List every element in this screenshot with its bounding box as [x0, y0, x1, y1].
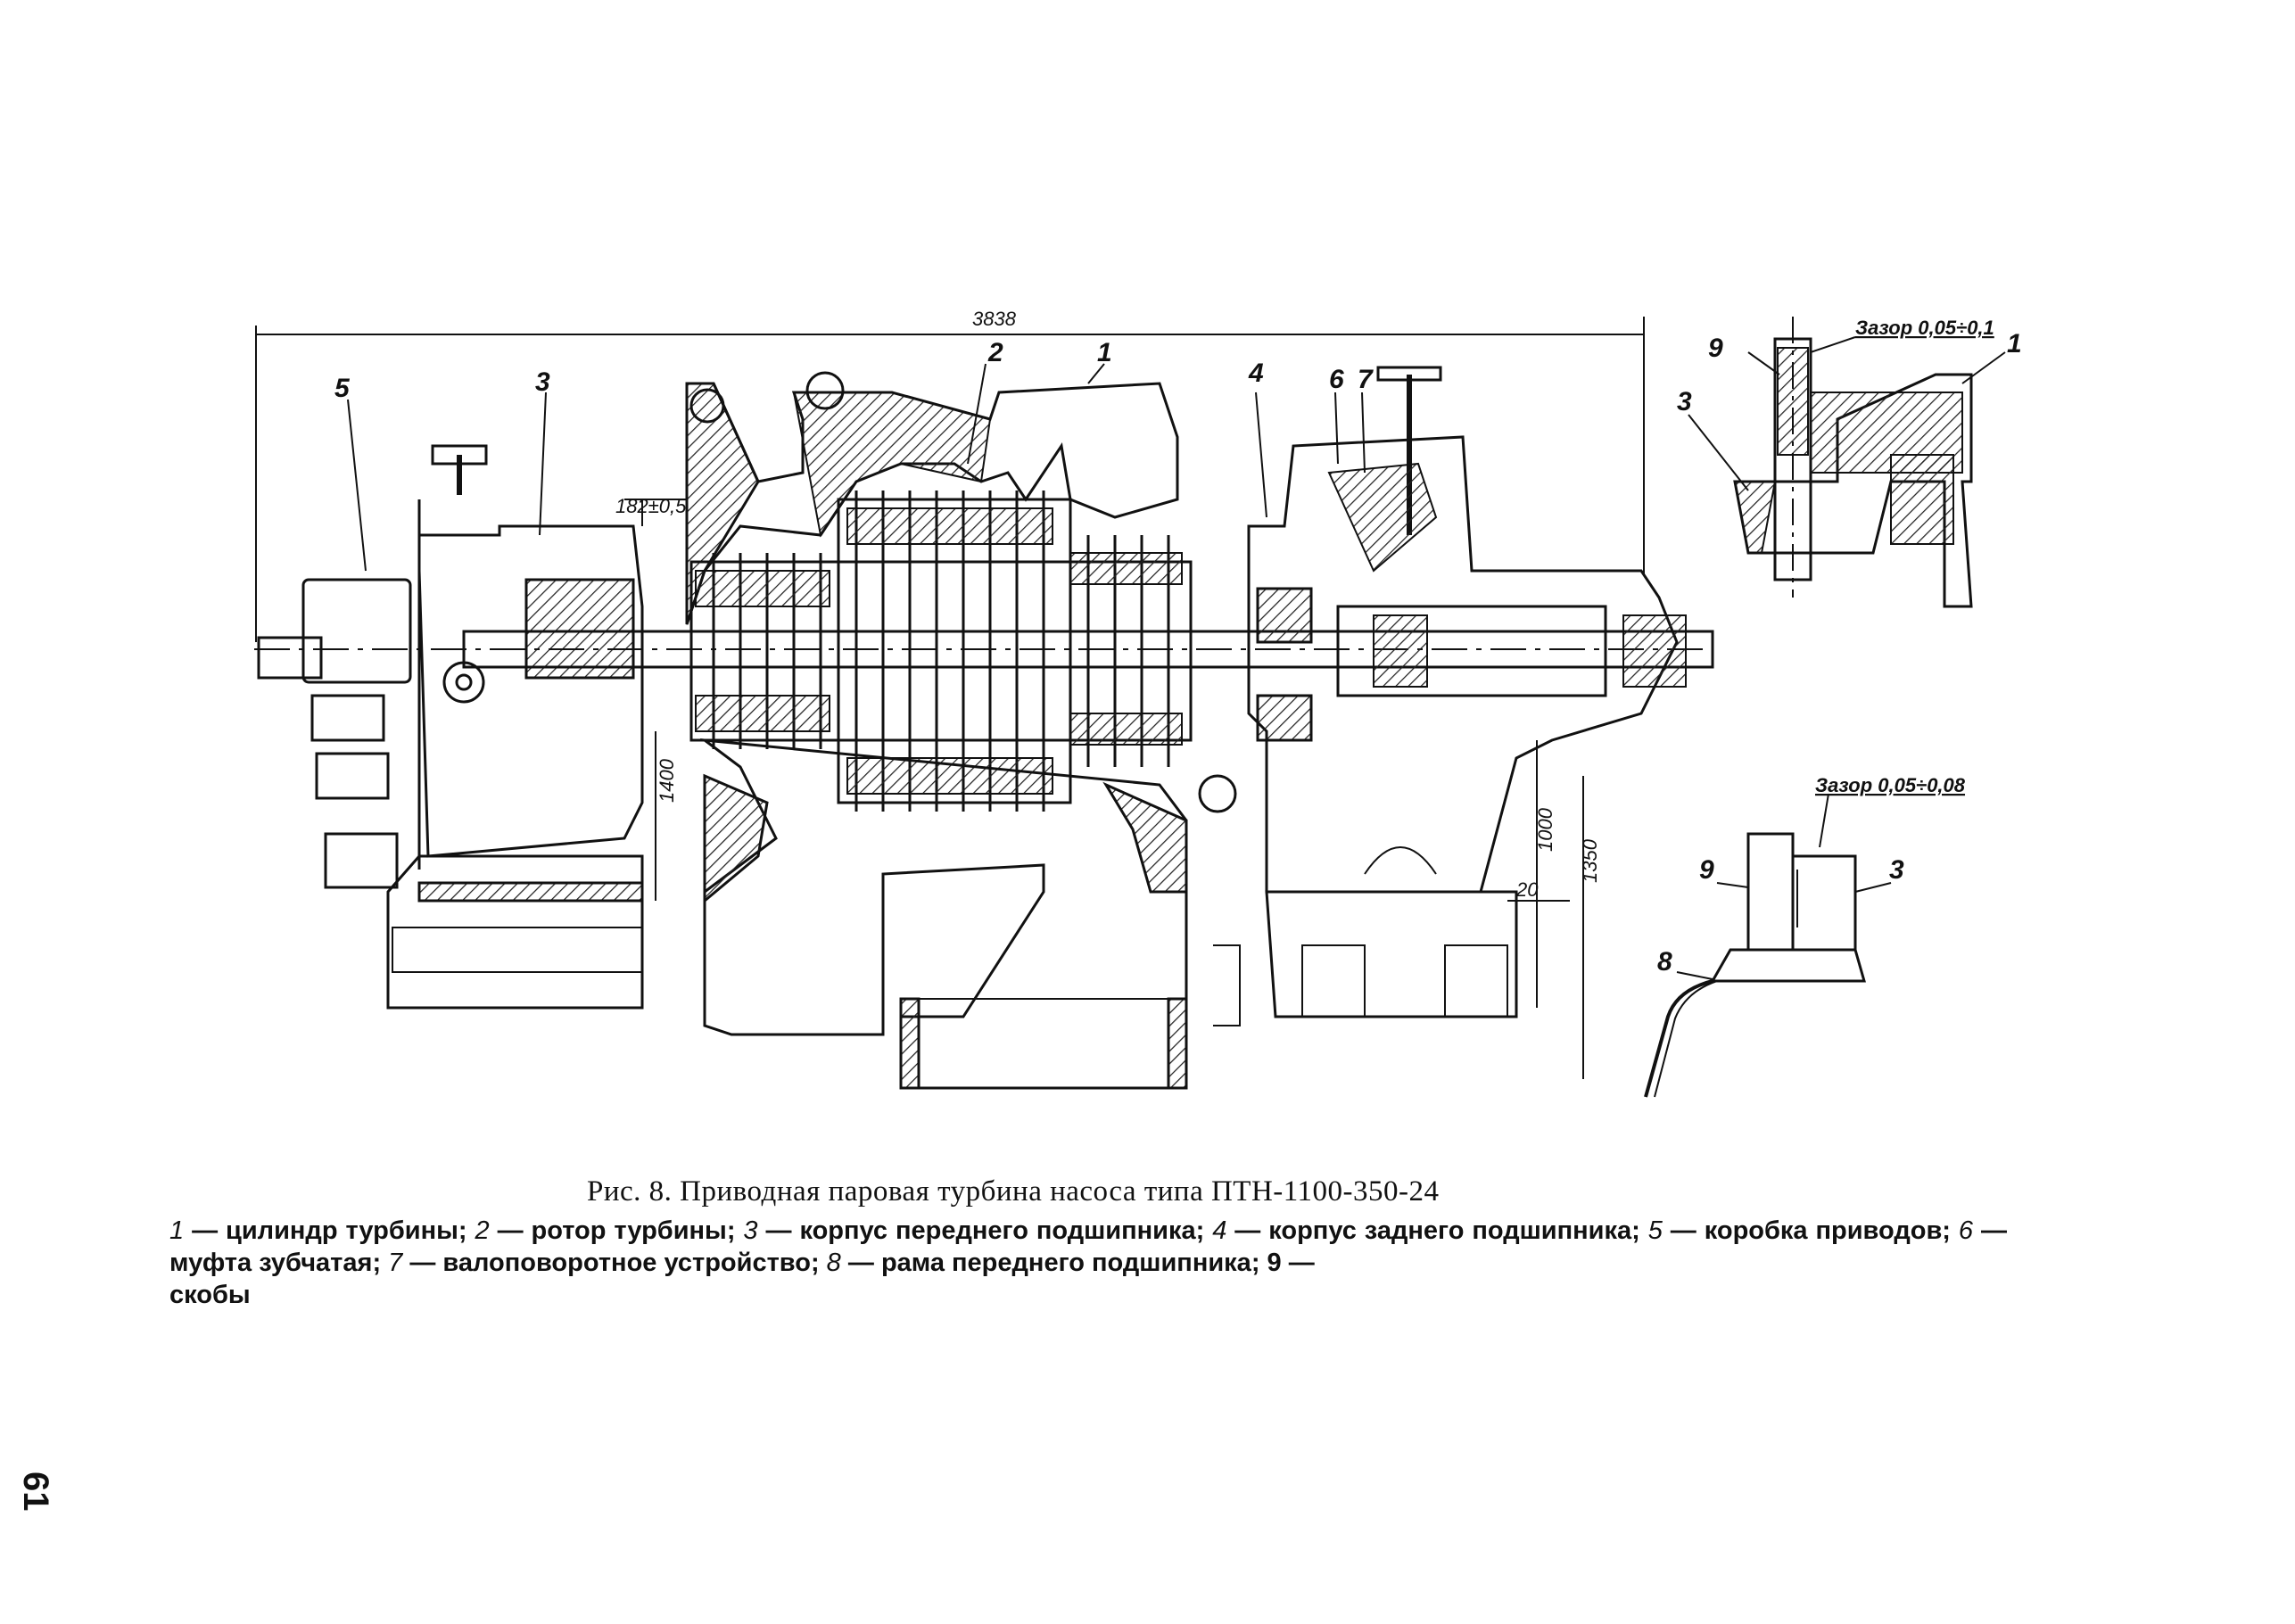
- legend-item: 3 — корпус переднего подшипника;: [743, 1216, 1213, 1245]
- detail-bottom-label-3: 3: [1889, 855, 1904, 885]
- detail-top-label-1: 1: [2007, 329, 2022, 359]
- legend-item-last: скобы: [169, 1281, 251, 1309]
- detail-bottom: [1644, 793, 1892, 1098]
- label-2: 2: [987, 338, 1003, 367]
- detail-top: [1688, 317, 2006, 608]
- detail-bottom-label-8: 8: [1657, 947, 1672, 977]
- dimension-label-1400: 1400: [656, 758, 678, 803]
- detail-top-label-9: 9: [1708, 334, 1723, 363]
- detail-bottom-gap: Зазор 0,05÷0,08: [1815, 774, 1966, 796]
- drive-box: [301, 578, 412, 684]
- dimension-label-182: 182±0,5: [615, 495, 687, 517]
- dimension-label-1350: 1350: [1579, 838, 1601, 883]
- label-3: 3: [535, 367, 550, 397]
- page-number: 61: [16, 1471, 55, 1512]
- label-6: 6: [1329, 365, 1344, 394]
- rear-bearing-housing: [1247, 435, 1679, 894]
- turbine-rotor: [689, 490, 1193, 812]
- turbine-section: [254, 317, 1714, 1090]
- legend-item: 2 — ротор турбины;: [475, 1216, 744, 1245]
- legend-item: 4 — корпус заднего подшипника;: [1212, 1216, 1648, 1245]
- dimension-label-20: 20: [1515, 878, 1539, 901]
- label-1: 1: [1097, 338, 1112, 367]
- legend-item: 1 — цилиндр турбины;: [169, 1216, 475, 1245]
- label-5: 5: [334, 374, 351, 403]
- legend-item: 8 — рама переднего подшипника;: [826, 1249, 1267, 1277]
- legend-item: 9 —: [1267, 1249, 1315, 1277]
- detail-top-gap: Зазор 0,05÷0,1: [1855, 317, 1994, 339]
- front-bearing-housing: [417, 524, 644, 858]
- legend-item: 7 — валоповоротное устройство;: [388, 1249, 827, 1277]
- dimension-label-1000: 1000: [1534, 807, 1556, 852]
- label-4: 4: [1248, 359, 1264, 388]
- detail-top-label-3: 3: [1677, 387, 1692, 416]
- label-7: 7: [1358, 365, 1374, 394]
- overall-dimension-label: 3838: [972, 308, 1017, 330]
- figure-title: Рис. 8. Приводная паровая турбина насоса…: [587, 1175, 1440, 1208]
- legend-item: 6 — муфта зубчатая;: [169, 1216, 2007, 1277]
- figure-legend: 1 — цилиндр турбины; 2 — ротор турбины; …: [169, 1215, 2007, 1311]
- legend-item: 5 — коробка приводов;: [1647, 1216, 1959, 1245]
- detail-bottom-label-9: 9: [1699, 855, 1714, 885]
